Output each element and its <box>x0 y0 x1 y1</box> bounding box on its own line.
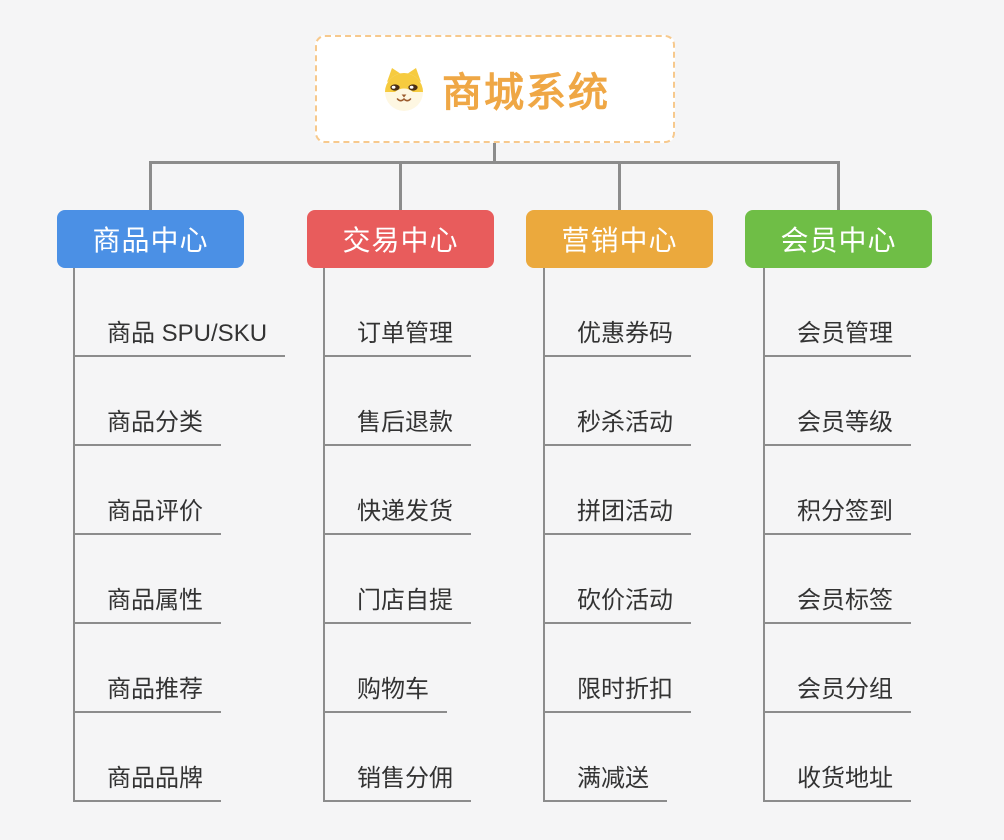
connector-drop <box>837 161 840 210</box>
leaf-node[interactable]: 售后退款 <box>323 402 471 446</box>
leaf-node[interactable]: 限时折扣 <box>543 669 691 713</box>
branch-spine <box>763 268 765 802</box>
branch-column-trade: 订单管理 售后退款 快递发货 门店自提 购物车 销售分佣 <box>323 268 471 802</box>
connector-drop <box>399 161 402 210</box>
connector-drop <box>618 161 621 210</box>
leaf-node[interactable]: 会员标签 <box>763 580 911 624</box>
leaf-node[interactable]: 商品 SPU/SKU <box>73 313 286 357</box>
branch-header-label: 商品中心 <box>92 225 209 256</box>
branch-header-label: 交易中心 <box>342 225 459 256</box>
leaf-node[interactable]: 购物车 <box>323 669 447 713</box>
leaf-node[interactable]: 砍价活动 <box>543 580 691 624</box>
leaf-node[interactable]: 收货地址 <box>763 758 911 802</box>
branch-column-member: 会员管理 会员等级 积分签到 会员标签 会员分组 收货地址 <box>763 268 911 802</box>
branch-column-marketing: 优惠券码 秒杀活动 拼团活动 砍价活动 限时折扣 满减送 <box>543 268 691 802</box>
branch-spine <box>73 268 75 802</box>
branch-header-member[interactable]: 会员中心 <box>745 210 932 268</box>
connector-root-stem <box>493 143 496 164</box>
leaf-node[interactable]: 门店自提 <box>323 580 471 624</box>
branch-header-marketing[interactable]: 营销中心 <box>526 210 713 268</box>
leaf-node[interactable]: 销售分佣 <box>323 758 471 802</box>
branch-header-label: 营销中心 <box>561 225 678 256</box>
leaf-node[interactable]: 会员等级 <box>763 402 911 446</box>
shiba-dog-icon <box>385 68 423 111</box>
leaf-node[interactable]: 优惠券码 <box>543 313 691 357</box>
leaf-node[interactable]: 拼团活动 <box>543 491 691 535</box>
leaf-node[interactable]: 满减送 <box>543 758 667 802</box>
leaf-node[interactable]: 快递发货 <box>323 491 471 535</box>
leaf-node[interactable]: 商品属性 <box>73 580 221 624</box>
connector-drop <box>149 161 152 210</box>
leaf-node[interactable]: 秒杀活动 <box>543 402 691 446</box>
leaf-node[interactable]: 会员分组 <box>763 669 911 713</box>
leaf-node[interactable]: 积分签到 <box>763 491 911 535</box>
leaf-node[interactable]: 会员管理 <box>763 313 911 357</box>
branch-header-label: 会员中心 <box>780 225 897 256</box>
root-title: 商城系统 <box>442 71 610 115</box>
branch-column-product: 商品 SPU/SKU 商品分类 商品评价 商品属性 商品推荐 商品品牌 <box>73 268 286 802</box>
connector-bus <box>149 161 840 164</box>
branch-spine <box>543 268 545 802</box>
branch-spine <box>323 268 325 802</box>
branch-header-trade[interactable]: 交易中心 <box>307 210 494 268</box>
root-node[interactable]: 商城系统 <box>315 35 675 143</box>
branch-header-product[interactable]: 商品中心 <box>57 210 244 268</box>
leaf-node[interactable]: 商品品牌 <box>73 758 221 802</box>
leaf-node[interactable]: 订单管理 <box>323 313 471 357</box>
leaf-node[interactable]: 商品评价 <box>73 491 221 535</box>
leaf-node[interactable]: 商品分类 <box>73 402 221 446</box>
leaf-node[interactable]: 商品推荐 <box>73 669 221 713</box>
